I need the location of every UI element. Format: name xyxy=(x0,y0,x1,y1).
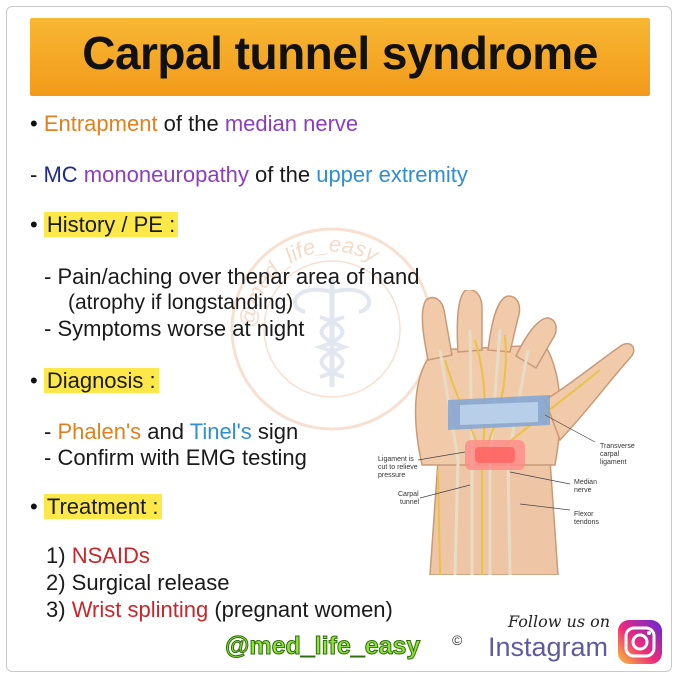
bullet: • xyxy=(30,494,38,519)
diagnosis-item-2: - Confirm with EMG testing xyxy=(44,445,307,470)
text: sign xyxy=(251,419,299,444)
diagnosis-item-1: - Phalen's and Tinel's sign xyxy=(44,419,298,445)
line-entrapment: • Entrapment of the median nerve xyxy=(30,111,358,137)
label-median-1: Median xyxy=(574,479,597,486)
history-item-1: - Pain/aching over thenar area of hand xyxy=(44,264,420,289)
bullet: • xyxy=(30,111,38,136)
section-diagnosis: • Diagnosis : xyxy=(30,368,159,394)
bullet: • xyxy=(30,368,38,393)
treatment-item-1: 1) NSAIDs xyxy=(46,543,150,569)
label-flexor-2: tendons xyxy=(574,519,599,526)
handle-text: @med_life_easy xyxy=(224,632,421,661)
caduceus-watermark: @med_life_easy xyxy=(230,227,434,431)
instagram-text[interactable]: Instagram xyxy=(488,632,609,662)
label-ligament-cut-3: pressure xyxy=(378,472,405,479)
term-upper-extremity: upper extremity xyxy=(316,162,468,187)
section-history: • History / PE : xyxy=(30,212,179,238)
term-nsaids: NSAIDs xyxy=(71,543,150,568)
text: 1) xyxy=(46,543,72,568)
page-title: Carpal tunnel syndrome xyxy=(82,27,598,79)
label-transverse-3: ligament xyxy=(600,459,627,466)
text: 3) xyxy=(46,597,72,622)
follow-text: Follow us on xyxy=(508,612,611,631)
term-phalens: Phalen's xyxy=(57,419,142,444)
treatment-item-2: 2) Surgical release xyxy=(46,570,230,595)
history-item-2: - Symptoms worse at night xyxy=(44,316,305,341)
text: of the xyxy=(157,111,225,136)
term-entrapment: Entrapment xyxy=(43,111,158,136)
page-frame xyxy=(6,6,672,672)
copyright-symbol: © xyxy=(452,632,463,648)
term-wrist-splinting: Wrist splinting xyxy=(71,597,209,622)
label-flexor-1: Flexor xyxy=(574,511,594,518)
text: of the xyxy=(248,162,317,187)
treatment-item-3: 3) Wrist splinting (pregnant women) xyxy=(46,597,393,623)
instagram-icon[interactable] xyxy=(616,618,664,666)
term-mc: MC xyxy=(43,162,78,187)
term-median-nerve: median nerve xyxy=(224,111,359,136)
label-ligament-cut-2: cut to relieve xyxy=(378,464,418,471)
heading-diagnosis: Diagnosis : xyxy=(43,368,159,393)
label-carpal-1: Carpal xyxy=(398,491,419,498)
term-tinels: Tinel's xyxy=(189,419,252,444)
line-mononeuropathy: - MC mononeuropathy of the upper extremi… xyxy=(30,162,468,188)
label-median-2: nerve xyxy=(574,487,592,494)
bullet: • xyxy=(30,212,38,237)
title-banner: Carpal tunnel syndrome xyxy=(30,18,650,96)
heading-treatment: Treatment : xyxy=(43,494,162,519)
text: (pregnant women) xyxy=(208,597,393,622)
label-transverse-2: carpal xyxy=(600,451,620,458)
hand-anatomy-illustration: Transverse carpal ligament Ligament is c… xyxy=(378,290,635,575)
section-treatment: • Treatment : xyxy=(30,494,162,520)
text: and xyxy=(141,419,190,444)
text: - xyxy=(30,162,44,187)
label-carpal-2: tunnel xyxy=(400,499,420,506)
label-ligament-cut-1: Ligament is xyxy=(378,456,414,463)
history-item-1-detail: (atrophy if longstanding) xyxy=(68,291,294,314)
label-transverse-1: Transverse xyxy=(600,443,635,450)
term-mononeuropathy: mononeuropathy xyxy=(83,162,249,187)
heading-history: History / PE : xyxy=(43,212,179,237)
text: - xyxy=(44,419,58,444)
